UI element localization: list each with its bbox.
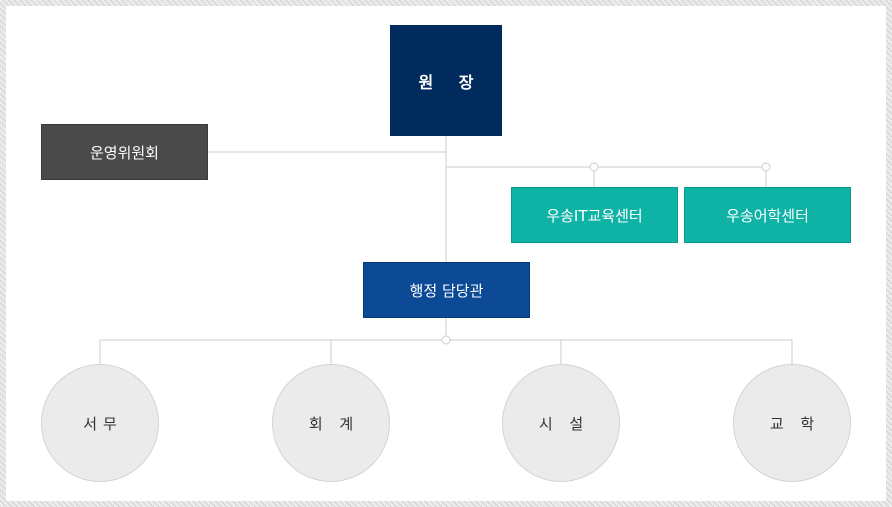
it-center-box: 우송IT교육센터 [511,187,678,243]
department-accounting: 회 계 [272,364,390,482]
admin-officer-box: 행정 담당관 [363,262,530,318]
committee-box: 운영위원회 [41,124,208,180]
language-center-box: 우송어학센터 [684,187,851,243]
department-academic-affairs: 교 학 [733,364,851,482]
junction-dot [589,162,599,172]
department-general-affairs: 서무 [41,364,159,482]
junction-dot [441,335,451,345]
junction-dot [761,162,771,172]
department-facilities: 시 설 [502,364,620,482]
director-box: 원 장 [390,25,502,136]
